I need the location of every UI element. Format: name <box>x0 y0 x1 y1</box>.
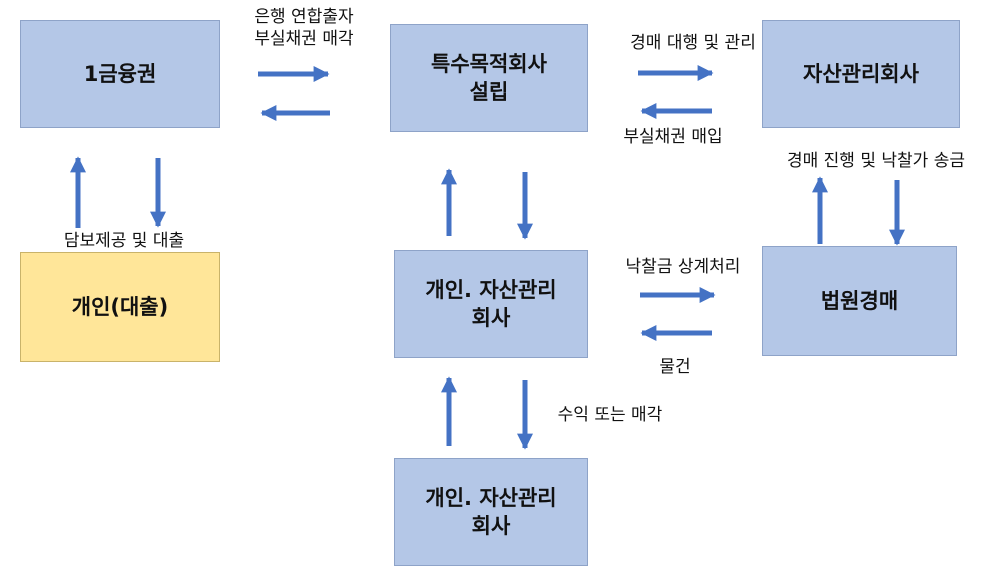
box-individual-amc-bottom: 개인. 자산관리 회사 <box>394 458 588 566</box>
box-amc: 자산관리회사 <box>762 20 960 128</box>
label-property: 물건 <box>659 357 691 377</box>
label-collateral-loan: 담보제공 및 대출 <box>63 231 185 251</box>
label-amc-to-spc: 부실채권 매입 <box>623 127 723 147</box>
label-bank-to-spc: 은행 연합출자 부실채권 매각 <box>254 7 354 50</box>
box-bank: 1금융권 <box>20 20 220 128</box>
box-individual-loan: 개인(대출) <box>20 252 220 362</box>
label-profit-or-sale: 수익 또는 매각 <box>557 405 663 425</box>
box-court-auction: 법원경매 <box>762 246 957 356</box>
label-winning-bid: 낙찰금 상계처리 <box>625 257 741 277</box>
label-amc-court: 경매 진행 및 낙찰가 송금 <box>786 151 965 171</box>
label-spc-to-amc: 경매 대행 및 관리 <box>630 33 756 53</box>
box-spc: 특수목적회사 설립 <box>390 24 588 132</box>
box-individual-amc-mid: 개인. 자산관리 회사 <box>394 250 588 358</box>
